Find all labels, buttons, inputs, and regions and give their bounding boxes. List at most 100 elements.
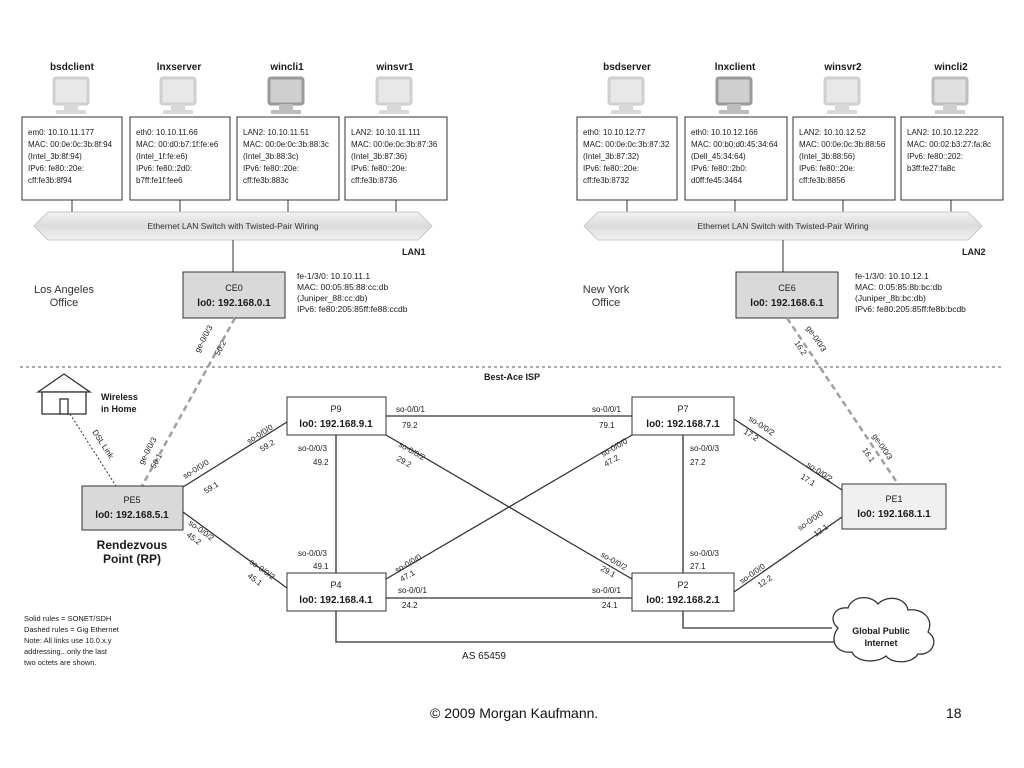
info-line: (Juniper_88:cc:db) (297, 293, 368, 303)
info-line: em0: 10.10.11.177 (28, 128, 95, 137)
intf-addr: 49.1 (313, 562, 329, 571)
la-office-line1: Los Angeles (34, 284, 94, 296)
info-line: MAC: 00:0e:0c:3b:87:32 (583, 140, 670, 149)
info-line: IPv6: fe80::20e: (583, 164, 639, 173)
computer-icon (159, 76, 197, 114)
info-line: cff:fe3b:8732 (583, 176, 630, 185)
lan1-label: LAN1 (402, 247, 426, 257)
host-name: bsdserver (603, 62, 651, 73)
link-ce0-pe5 (140, 317, 237, 487)
computer-icon (823, 76, 861, 114)
dsl-link-label: DSL Link (90, 428, 116, 461)
intf-label: ge-0/0/3 (193, 323, 215, 354)
info-line: MAC: 0:05:85:8b:bc:db (855, 282, 942, 292)
cloud-label-line1: Global Public (852, 626, 910, 636)
intf-addr: 24.2 (402, 601, 418, 610)
intf-label: so-0/0/3 (298, 444, 327, 453)
intf-label: so-0/0/1 (398, 586, 427, 595)
info-line: LAN2: 10.10.11.51 (243, 128, 310, 137)
intf-label: so-0/0/3 (690, 549, 719, 558)
info-line: MAC: 00:0e:0c:3b:8f:94 (28, 140, 113, 149)
router-pe1: PE1 lo0: 192.168.1.1 (841, 483, 947, 530)
info-line: eth0: 10.10.12.166 (691, 128, 758, 137)
cloud-label-line2: Internet (864, 638, 897, 648)
page-number: 18 (946, 705, 962, 721)
intf-addr: 17.1 (799, 472, 817, 488)
legend-line: addressing...only the last (24, 647, 108, 656)
host-name: bsdclient (50, 62, 95, 73)
rp-label-line1: Rendezvous (97, 538, 168, 552)
home-icon (35, 373, 93, 415)
home-label-line2: in Home (101, 404, 137, 414)
switch-label: Ethernet LAN Switch with Twisted-Pair Wi… (147, 221, 319, 231)
legend-line: Dashed rules = Gig Ethernet (24, 625, 120, 634)
ny-office-line2: Office (592, 297, 621, 309)
info-line: MAC: 00:b0:d0:45:34:64 (691, 140, 778, 149)
lan2-switch: Ethernet LAN Switch with Twisted-Pair Wi… (583, 211, 983, 272)
router-loopback: lo0: 192.168.0.1 (197, 298, 271, 309)
intf-label: so-0/0/1 (592, 586, 621, 595)
info-line: cff:fe3b:8856 (799, 176, 846, 185)
info-line: (Intel_3b:8f:94) (28, 152, 82, 161)
info-line: IPv6: fe80:205:85ff:fe8b:bcdb (855, 304, 966, 314)
legend-line: two octets are shown. (24, 658, 97, 667)
computer-icon (375, 76, 413, 114)
host-name: winsvr2 (823, 62, 862, 73)
info-line: IPv6: fe80::202: (907, 152, 963, 161)
computer-icon (607, 76, 645, 114)
link-p7-pe1 (733, 418, 843, 491)
info-line: cff:fe3b:8f94 (28, 176, 72, 185)
router-p2: P2 lo0: 192.168.2.1 (631, 572, 735, 612)
info-line: MAC: 00:0e:0c:3b:88:56 (799, 140, 886, 149)
intf-addr: 27.1 (690, 562, 706, 571)
intf-addr: 50.2 (213, 338, 229, 356)
intf-addr: 17.2 (742, 427, 760, 443)
rp-label-line2: Point (RP) (103, 552, 161, 566)
intf-label: so-0/0/1 (592, 405, 621, 414)
intf-addr: 16.1 (860, 446, 876, 464)
router-name: P9 (330, 404, 341, 414)
router-name: CE0 (225, 283, 243, 293)
host-name: wincli2 (933, 62, 968, 73)
intf-addr: 24.1 (602, 601, 618, 610)
legend-line: Solid rules = SONET/SDH (24, 614, 111, 623)
host-name: lnxserver (157, 62, 202, 73)
info-line: (Intel_3b:87:36) (351, 152, 407, 161)
info-line: LAN2: 10.10.11.111 (351, 128, 421, 137)
router-name: P4 (330, 580, 341, 590)
info-line: IPv6: fe80::20e: (351, 164, 407, 173)
computer-icon (52, 76, 90, 114)
router-loopback: lo0: 192.168.7.1 (646, 419, 720, 430)
intf-addr: 50.1 (149, 451, 165, 469)
intf-label: so-0/0/1 (396, 405, 425, 414)
info-line: d0ff:fe45:3464 (691, 176, 743, 185)
intf-label: so-0/0/3 (690, 444, 719, 453)
intf-addr: 29.2 (395, 454, 413, 470)
la-office-line2: Office (50, 297, 79, 309)
router-pe5: PE5 lo0: 192.168.5.1 (81, 485, 184, 531)
router-loopback: lo0: 192.168.1.1 (857, 509, 931, 520)
info-line: fe-1/3/0: 10.10.11.1 (297, 271, 370, 281)
computer-icon (715, 76, 753, 114)
router-loopback: lo0: 192.168.9.1 (299, 419, 373, 430)
info-line: (Juniper_8b:bc:db) (855, 293, 926, 303)
intf-addr: 79.1 (599, 421, 615, 430)
info-line: cff:fe3b:883c (243, 176, 289, 185)
info-line: MAC: 00:0e:0c:3b:88:3c (243, 140, 329, 149)
info-line: MAC: 00:0e:0c:3b:87:36 (351, 140, 438, 149)
info-line: cff:fe3b:8736 (351, 176, 398, 185)
link-pe5-p4 (182, 511, 288, 589)
legend: Solid rules = SONET/SDH Dashed rules = G… (24, 614, 120, 667)
info-line: IPv6: fe80::20e: (799, 164, 855, 173)
info-line: IPv6: fe80:205:85ff:fe88:ccdb (297, 304, 408, 314)
intf-addr: 59.1 (202, 480, 220, 496)
info-line: IPv6: fe80::2b0: (691, 164, 747, 173)
info-line: MAC: 00:05:85:88:cc:db (297, 282, 388, 292)
info-line: (Intel_1f:fe:e6) (136, 152, 188, 161)
